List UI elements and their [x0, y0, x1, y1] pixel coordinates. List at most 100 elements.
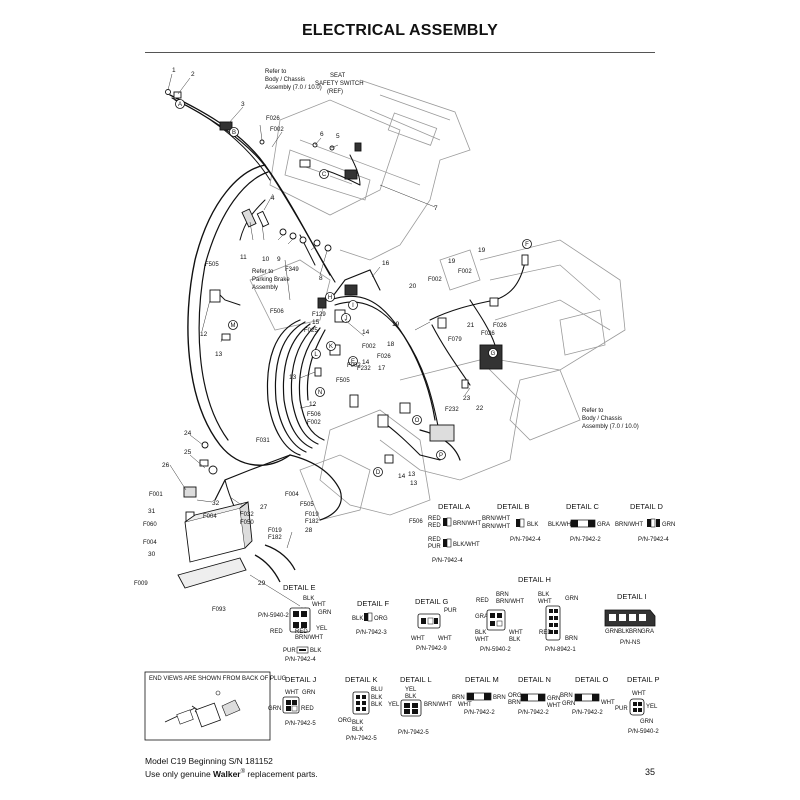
detail-n-wire-grn: GRN — [547, 696, 560, 702]
part-label-27: 27 — [260, 504, 268, 511]
part-label-17: 17 — [378, 365, 386, 372]
part-label-13d: 13 — [289, 374, 297, 381]
detail-m-wire-brn2: BRN — [493, 695, 506, 701]
detail-b-wire-1: BRN/WHT — [482, 516, 510, 522]
detail-o-wire-wht: WHT — [601, 700, 615, 706]
part-label-19b: 19 — [478, 247, 486, 254]
detail-i-title: DETAIL I — [617, 592, 647, 601]
ref-body-chassis-top-3: Assembly (7.0 / 10.0) — [265, 85, 322, 91]
part-label-22: 22 — [476, 405, 484, 412]
detail-circle-markers — [175, 99, 532, 477]
detail-d-wire-grn: GRN — [662, 522, 675, 528]
circle-letter-m: M — [231, 323, 236, 329]
detail-e-wire-blk: BLK — [303, 596, 314, 602]
detail-j-title: DETAIL J — [285, 675, 317, 684]
page-number: 35 — [645, 767, 656, 777]
part-label-13a: 13 — [215, 351, 223, 358]
f-label-f002e: F002 — [428, 277, 442, 283]
f-label-f026d: F026 — [493, 323, 507, 329]
detail-e-pn2: P/N-7942-4 — [285, 657, 316, 663]
detail-l-title: DETAIL L — [400, 675, 432, 684]
f-label-f002f: F002 — [458, 269, 472, 275]
f-label-f004c: F004 — [143, 540, 157, 546]
part-label-6: 6 — [320, 131, 324, 138]
f-label-f182b: F182 — [305, 519, 319, 525]
part-label-31: 31 — [148, 508, 156, 515]
f-label-f025: F025 — [304, 328, 318, 334]
ref-body-chassis-top-1: Refer to — [265, 69, 287, 75]
part-label-5: 5 — [336, 133, 340, 140]
f-label-f505: F505 — [205, 262, 219, 268]
detail-a-title: DETAIL A — [438, 502, 470, 511]
detail-e-wire-red1: RED — [270, 629, 283, 635]
part-label-16: 16 — [382, 260, 390, 267]
detail-g-title: DETAIL G — [415, 597, 449, 606]
circle-letter-k: K — [329, 344, 333, 350]
part-label-14c: 14 — [398, 473, 406, 480]
detail-b-wire-blk: BLK — [527, 522, 538, 528]
part-label-25: 25 — [184, 449, 192, 456]
f-label-f002: F002 — [270, 127, 284, 133]
circle-letter-a: A — [178, 102, 182, 108]
detail-n-wire-wht: WHT — [547, 703, 561, 709]
detail-n-wire-org: ORG — [508, 693, 522, 699]
circle-letter-e: E — [351, 359, 355, 365]
f-label-f050: F050 — [240, 520, 254, 526]
detail-c-wire-blkwht: BLK/WHT — [548, 522, 575, 528]
ref-parking-brake-2: Parking Brake — [252, 277, 290, 283]
detail-p-wire-yel: YEL — [646, 704, 658, 710]
detail-e-wire-yel: YEL — [316, 626, 328, 632]
detail-l-wire-blk: BLK — [405, 694, 416, 700]
detail-p-wire-grn: GRN — [640, 719, 653, 725]
f-label-f506c: F506 — [409, 519, 423, 525]
part-label-21: 21 — [467, 322, 475, 329]
part-label-32: 32 — [212, 500, 220, 507]
model-line: Model C19 Beginning S/N 181152 — [145, 756, 273, 766]
ref-body-chassis-top-2: Body / Chassis — [265, 77, 305, 83]
detail-k-wire-blk1: BLK — [371, 695, 382, 701]
part-label-13b: 13 — [408, 471, 416, 478]
detail-e-pn: P/N-5940-2 — [258, 613, 289, 619]
detail-i-wire-brn: BRN — [629, 629, 642, 635]
part-label-29a: 29 — [258, 580, 266, 587]
ref-body-chassis-right-2: Body / Chassis — [582, 416, 622, 422]
detail-g-pn: P/N-7942-9 — [416, 646, 447, 652]
detail-a-wire-red2: RED — [428, 523, 441, 529]
detail-k-wire-blu: BLU — [371, 687, 383, 693]
detail-k-title: DETAIL K — [345, 675, 378, 684]
leader-lines — [167, 73, 471, 607]
detail-m-pn: P/N-7942-2 — [464, 710, 495, 716]
detail-c-wire-gra: GRA — [597, 522, 610, 528]
part-label-24: 24 — [184, 430, 192, 437]
seat-switch-2: SAFETY SWITCH — [315, 81, 364, 87]
f-label-f004b: F004 — [285, 492, 299, 498]
detail-c-title: DETAIL C — [566, 502, 600, 511]
f-label-f506b: F506 — [307, 412, 321, 418]
detail-m-title: DETAIL M — [465, 675, 499, 684]
detail-a-wire-blkwht: BLK/WHT — [453, 542, 480, 548]
circle-letter-h: H — [328, 295, 332, 301]
part-label-26: 26 — [162, 462, 170, 469]
part-label-12b: 12 — [309, 401, 317, 408]
detail-h-title: DETAIL H — [518, 575, 551, 584]
circle-letter-l: L — [314, 352, 318, 358]
detail-j-wire-red: RED — [301, 706, 314, 712]
detail-i-pn: P/N-NS — [620, 640, 640, 646]
circle-letter-g: G — [491, 351, 496, 357]
detail-h-wire-blk: BLK — [475, 630, 486, 636]
ref-body-chassis-right-3: Assembly (7.0 / 10.0) — [582, 424, 639, 430]
detail-f-wire-blk: BLK — [352, 616, 363, 622]
detail-a-pn: P/N-7942-4 — [432, 558, 463, 564]
f-label-f129: F129 — [312, 312, 326, 318]
part-label-28: 28 — [305, 527, 313, 534]
detail-circle-letters: A B C D F H G J I E K L M N O P — [178, 102, 529, 476]
f-label-f032: F032 — [240, 512, 254, 518]
detail-h-wire-red2: RED — [539, 630, 552, 636]
seat-switch-3: (REF) — [327, 89, 343, 95]
f-label-f004: F004 — [203, 514, 217, 520]
detail-e-wire-brnwht: BRN/WHT — [295, 635, 323, 641]
f-label-f026c: F026 — [481, 331, 495, 337]
detail-m: DETAIL M BRN BRN WHT P/N-7942-2 — [452, 675, 506, 716]
detail-a-wire-brnwht: BRN/WHT — [453, 521, 481, 527]
circle-letter-n: N — [318, 390, 322, 396]
